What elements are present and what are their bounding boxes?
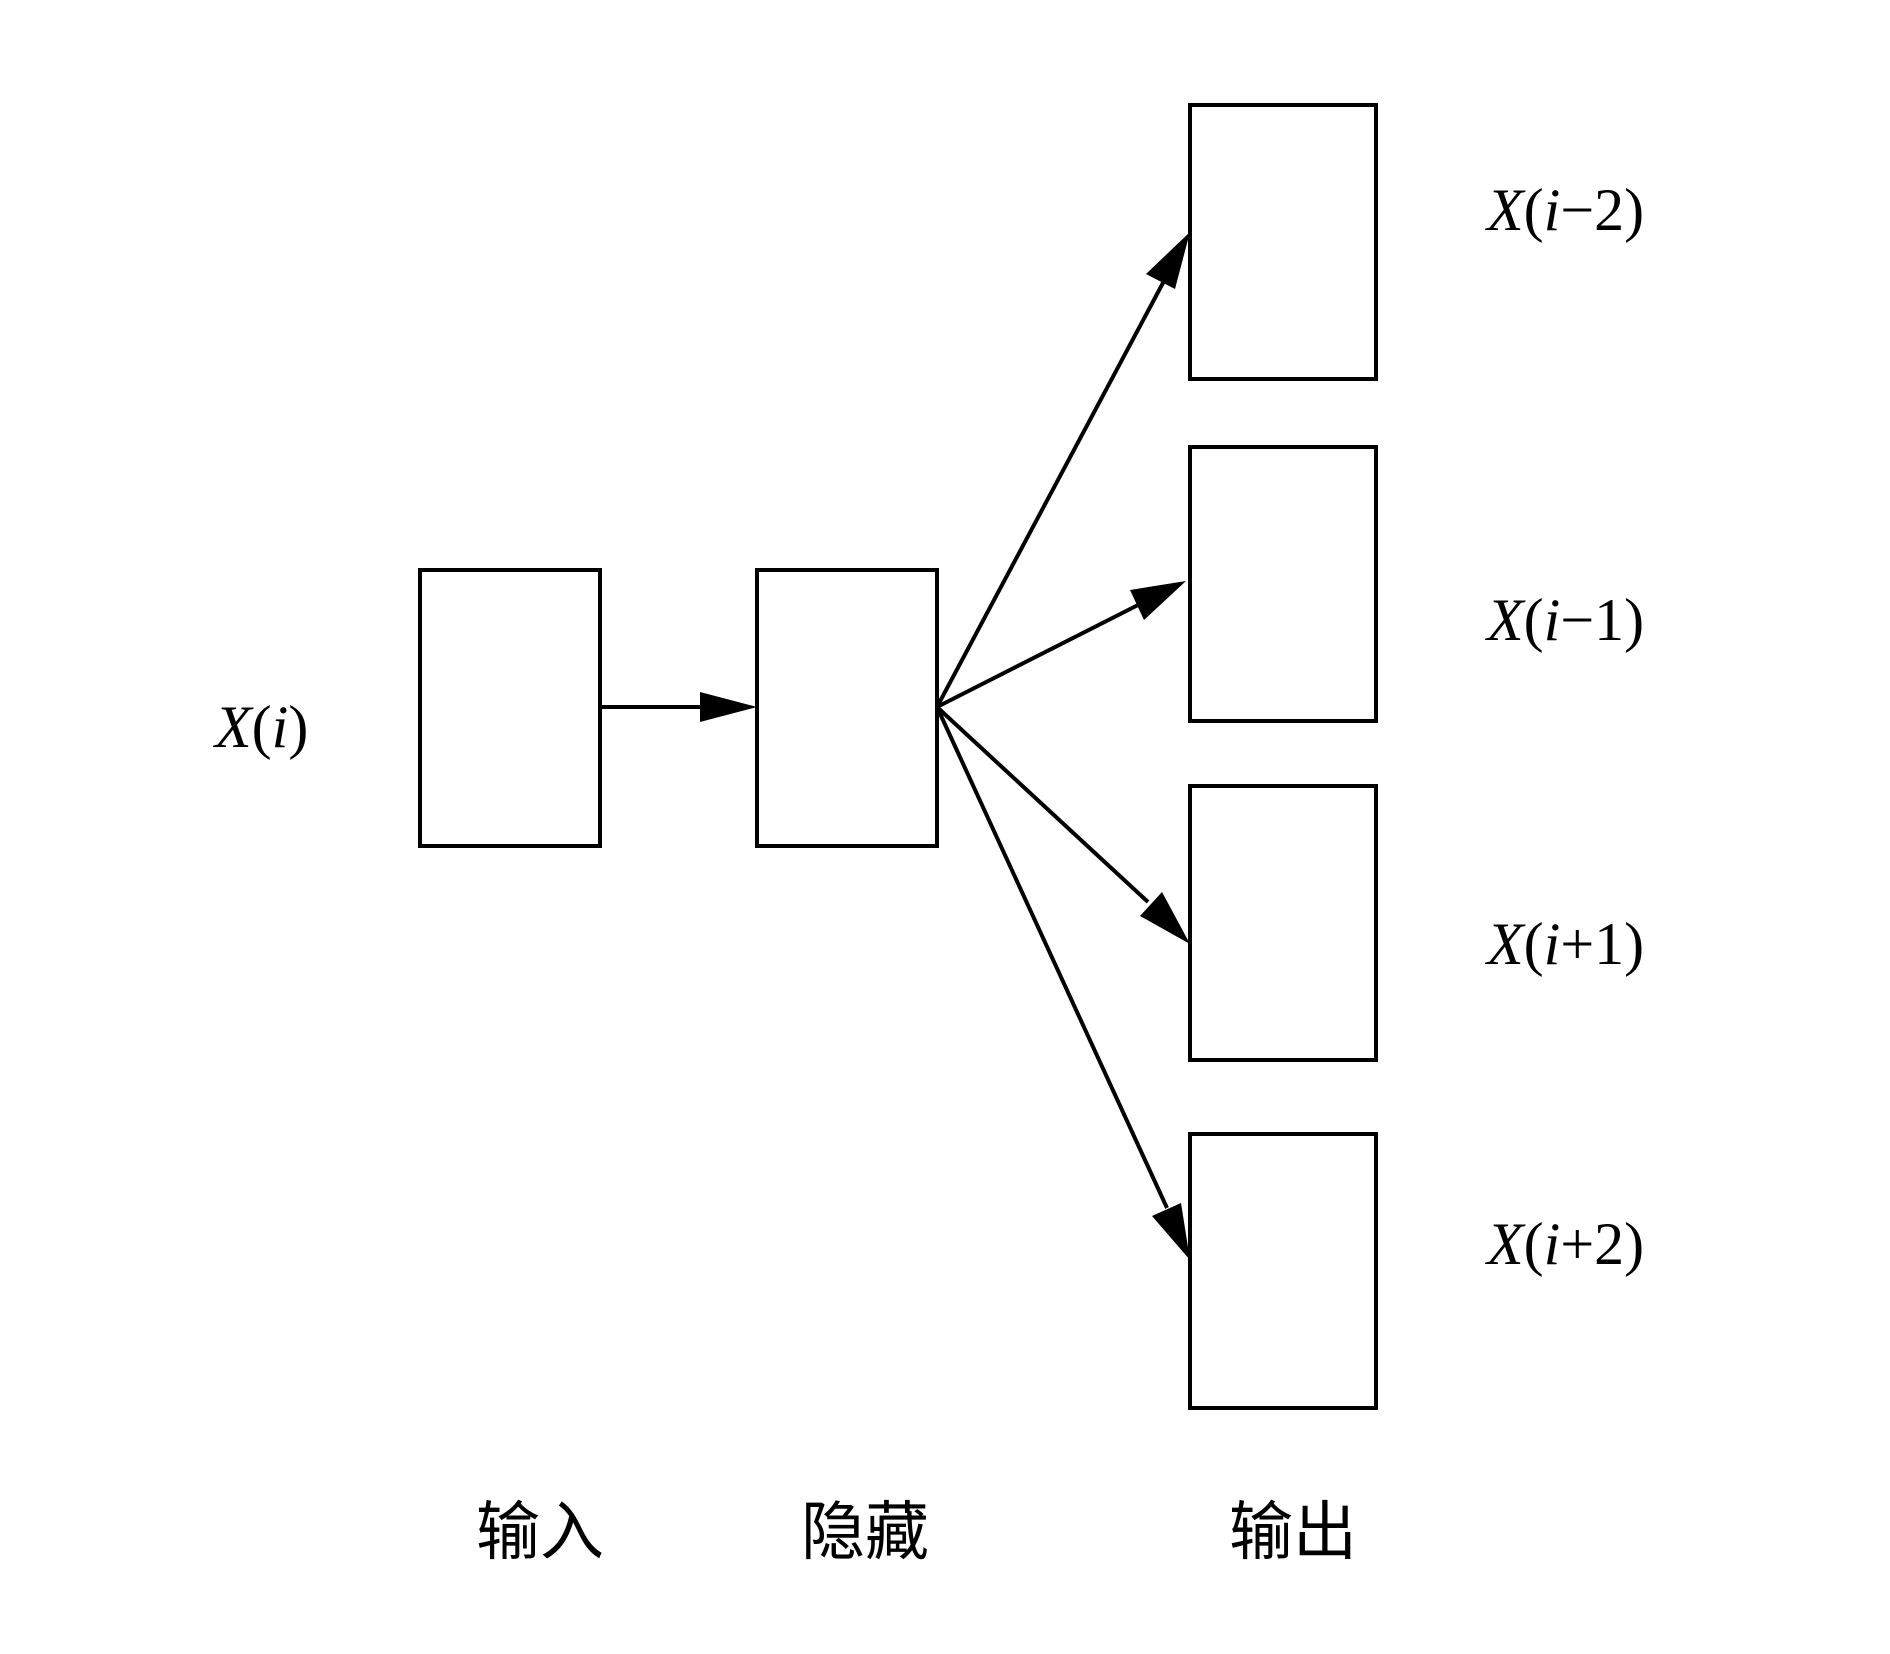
layer-label-hidden: 隐藏 — [801, 1496, 929, 1570]
arrow-hidden-to-output-4 — [935, 706, 1190, 1260]
layer-label-output: 输出 — [1229, 1496, 1357, 1570]
output-label-3: X(i+1) — [1485, 911, 1644, 977]
output-box-2 — [1188, 445, 1378, 723]
input-label: X(i) — [213, 694, 308, 760]
output-label-4: X(i+2) — [1485, 1211, 1644, 1277]
arrow-hidden-to-output-3 — [935, 705, 1190, 944]
layer-label-input: 输入 — [476, 1496, 604, 1570]
output-box-1 — [1188, 103, 1378, 381]
hidden-box — [755, 568, 939, 848]
output-box-4 — [1188, 1132, 1378, 1410]
input-box — [418, 568, 602, 848]
output-label-1: X(i−2) — [1485, 177, 1644, 243]
output-label-2: X(i−1) — [1485, 587, 1644, 653]
arrow-hidden-to-output-2 — [936, 581, 1186, 709]
arrow-hidden-to-output-1 — [935, 232, 1190, 708]
output-box-3 — [1188, 784, 1378, 1062]
arrow-input-to-hidden — [600, 692, 757, 722]
